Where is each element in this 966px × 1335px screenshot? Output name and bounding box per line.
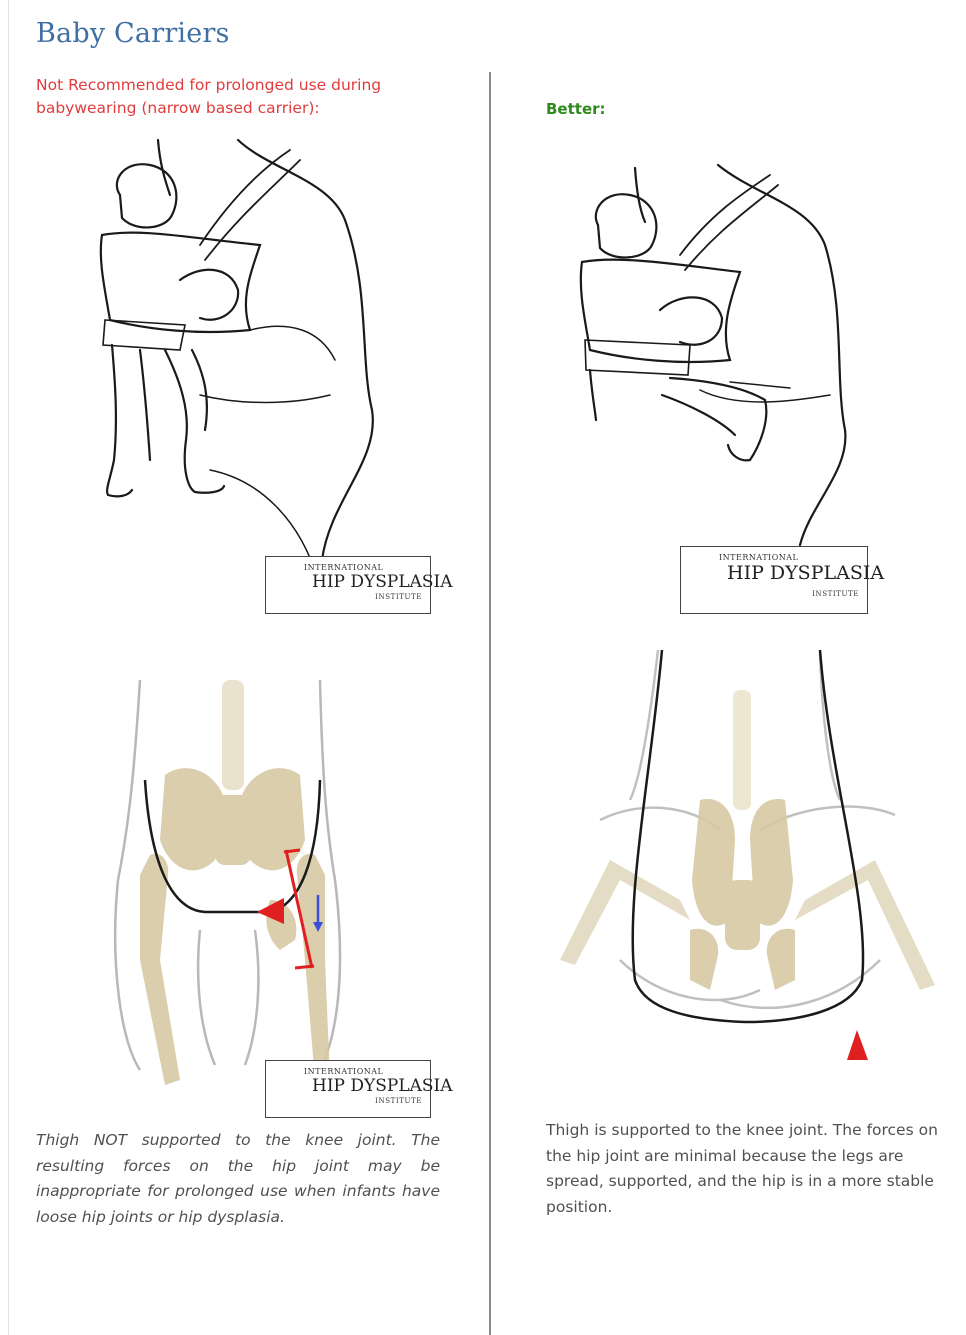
hip-dysplasia-logo-left-top: INTERNATIONAL HIP DYSPLASIA INSTITUTE: [265, 556, 431, 614]
wide-carrier-illustration: [581, 165, 846, 545]
logo-line3: INSTITUTE: [375, 1097, 422, 1105]
logo-line2: HIP DYSPLASIA: [727, 562, 884, 584]
logo-line1: INTERNATIONAL: [719, 553, 798, 562]
logo-line1: INTERNATIONAL: [304, 563, 383, 572]
hip-dysplasia-logo-right-top: INTERNATIONAL HIP DYSPLASIA INSTITUTE: [680, 546, 868, 614]
wide-carrier-caption: Thigh is supported to the knee joint. Th…: [546, 1118, 946, 1220]
logo-line1: INTERNATIONAL: [304, 1067, 383, 1076]
narrow-carrier-caption: Thigh NOT supported to the knee joint. T…: [36, 1128, 440, 1230]
narrow-carrier-illustration: [101, 140, 373, 580]
logo-line3: INSTITUTE: [375, 593, 422, 601]
narrow-hip-diagram: [115, 680, 340, 1085]
logo-line3: INSTITUTE: [812, 590, 859, 598]
hip-dysplasia-logo-left-bottom: INTERNATIONAL HIP DYSPLASIA INSTITUTE: [265, 1060, 431, 1118]
logo-line2: HIP DYSPLASIA: [312, 1076, 453, 1096]
wide-hip-diagram: [560, 650, 935, 1060]
logo-line2: HIP DYSPLASIA: [312, 572, 453, 592]
